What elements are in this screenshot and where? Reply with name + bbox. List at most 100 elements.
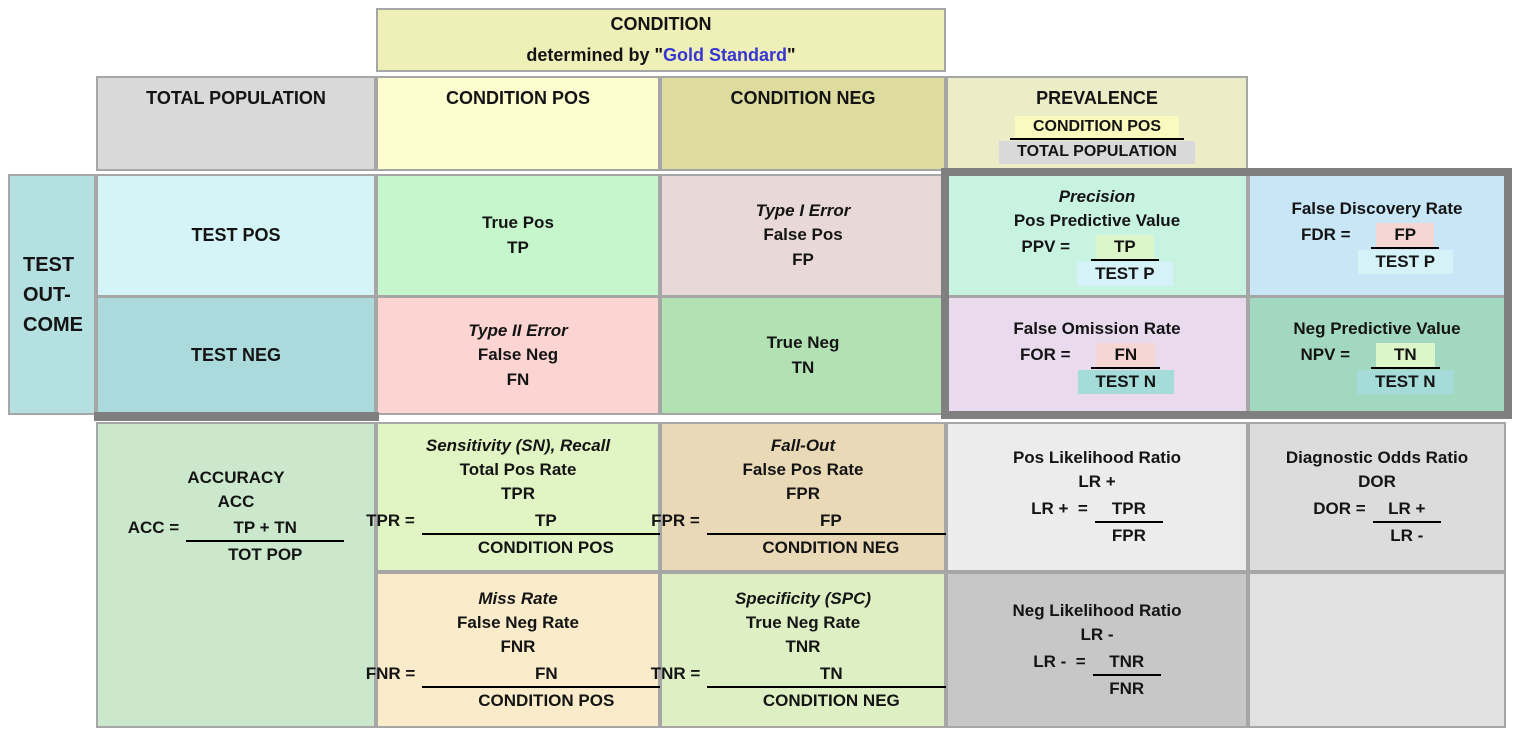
lr-neg-numerator: TNR xyxy=(1092,650,1161,676)
fpr-fraction: FP CONDITION NEG xyxy=(706,509,955,560)
type-ii-error-label: Type II Error xyxy=(468,321,568,341)
false-pos-name: False Pos xyxy=(763,225,843,245)
tpr-name: Total Pos Rate xyxy=(459,460,577,480)
prevalence-denominator: TOTAL POPULATION xyxy=(999,141,1195,164)
prevalence-denominator-highlight: TOTAL POPULATION xyxy=(999,141,1195,164)
for-lhs: FOR = xyxy=(1020,344,1071,364)
fpr-numerator: FP xyxy=(706,509,955,535)
cell-ppv: Precision Pos Predictive Value PPV = TP … xyxy=(946,174,1248,297)
lr-neg-fraction: TNR FNR xyxy=(1092,650,1161,701)
for-denominator-highlight: TEST N xyxy=(1077,370,1174,395)
npv-denominator: TEST N xyxy=(1357,370,1454,395)
tpr-abbr: TPR xyxy=(501,484,535,504)
dor-name: Diagnostic Odds Ratio xyxy=(1285,448,1469,468)
header-prevalence: PREVALENCE CONDITION POS TOTAL POPULATIO… xyxy=(946,76,1248,171)
tnr-denominator: CONDITION NEG xyxy=(762,690,900,710)
npv-numerator-highlight: TN xyxy=(1375,342,1435,368)
false-pos-abbr: FP xyxy=(792,249,814,269)
accuracy-numerator: TP + TN xyxy=(186,516,345,543)
false-neg-name: False Neg xyxy=(477,345,559,365)
lr-neg-formula: LR - = TNR FNR xyxy=(1033,650,1161,701)
tnr-abbr: TNR xyxy=(785,637,821,657)
tpr-fraction: TP CONDITION POS xyxy=(421,509,670,560)
dor-lhs: DOR = xyxy=(1313,498,1366,518)
ppv-denominator: TEST P xyxy=(1077,262,1173,287)
lr-neg-denominator: FNR xyxy=(1109,678,1145,698)
total-population-column-thick-bar xyxy=(94,412,379,421)
test-neg-label: TEST NEG xyxy=(190,344,281,365)
fall-out-label: Fall-Out xyxy=(770,436,836,456)
cell-false-neg: Type II Error False Neg FN xyxy=(376,296,660,415)
prevalence-title: PREVALENCE xyxy=(1036,88,1158,108)
for-fraction: FN TEST N xyxy=(1077,342,1174,395)
test-outcome-line3: COME xyxy=(23,313,83,336)
true-neg-name: True Neg xyxy=(766,333,840,353)
lr-neg-name: Neg Likelihood Ratio xyxy=(1012,601,1182,621)
npv-fraction: TN TEST N xyxy=(1357,342,1454,395)
cell-fpr: Fall-Out False Pos Rate FPR FPR = FP CON… xyxy=(651,422,955,572)
npv-denominator-highlight: TEST N xyxy=(1357,370,1454,395)
lr-pos-lhs: LR + = xyxy=(1031,498,1088,518)
dor-abbr: DOR xyxy=(1358,472,1396,492)
cell-npv: Neg Predictive Value NPV = TN TEST N xyxy=(1248,296,1506,415)
for-formula: FOR = FN TEST N xyxy=(1020,342,1174,395)
lr-pos-denominator: FPR xyxy=(1111,525,1146,545)
npv-name: Neg Predictive Value xyxy=(1293,318,1461,338)
fnr-numerator: FN xyxy=(422,662,671,688)
condition-pos-label: CONDITION POS xyxy=(445,88,590,108)
test-outcome-line2: OUT- xyxy=(23,283,71,306)
fnr-name: False Neg Rate xyxy=(457,613,579,633)
for-name: False Omission Rate xyxy=(1013,318,1181,338)
ppv-numerator: TP xyxy=(1090,235,1159,262)
fpr-abbr: FPR xyxy=(786,484,820,504)
fdr-numerator: FP xyxy=(1371,222,1440,250)
npv-lhs: NPV = xyxy=(1300,344,1351,364)
condition-banner: CONDITION determined by "Gold Standard" xyxy=(376,8,946,72)
cell-true-pos: True Pos TP xyxy=(376,174,660,297)
cell-test-neg: TEST NEG xyxy=(96,296,376,415)
false-neg-abbr: FN xyxy=(506,369,530,389)
test-pos-label: TEST POS xyxy=(191,224,281,245)
fdr-fraction: FP TEST P xyxy=(1357,222,1454,275)
header-condition-neg: CONDITION NEG xyxy=(660,76,946,171)
ppv-lhs: PPV = xyxy=(1021,237,1071,256)
fpr-formula: FPR = FP CONDITION NEG xyxy=(651,509,955,560)
fpr-denominator: CONDITION NEG xyxy=(762,537,900,557)
dor-denominator: LR - xyxy=(1390,525,1424,545)
tpr-formula: TPR = TP CONDITION POS xyxy=(366,509,670,560)
gold-standard-link[interactable]: Gold Standard xyxy=(663,45,788,65)
ppv-fraction: TP TEST P xyxy=(1077,235,1173,287)
true-pos-abbr: TP xyxy=(507,237,529,257)
cell-test-pos: TEST POS xyxy=(96,174,376,297)
lr-pos-name: Pos Likelihood Ratio xyxy=(1012,448,1182,468)
cell-dor: Diagnostic Odds Ratio DOR DOR = LR + LR … xyxy=(1248,422,1506,572)
fpr-lhs: FPR = xyxy=(651,510,700,530)
cell-for: False Omission Rate FOR = FN TEST N xyxy=(946,296,1248,415)
accuracy-fraction: TP + TN TOT POP xyxy=(186,516,345,567)
lr-pos-formula: LR + = TPR FPR xyxy=(1031,497,1163,548)
total-population-label: TOTAL POPULATION xyxy=(146,88,326,108)
lr-neg-lhs: LR - = xyxy=(1033,651,1086,671)
tnr-numerator: TN xyxy=(707,662,956,688)
fdr-name: False Discovery Rate xyxy=(1291,198,1463,218)
tpr-lhs: TPR = xyxy=(366,510,415,530)
prevalence-formula: CONDITION POS TOTAL POPULATION xyxy=(999,115,1195,164)
accuracy-denominator: TOT POP xyxy=(228,545,303,565)
tpr-denominator: CONDITION POS xyxy=(477,537,614,557)
sensitivity-label: Sensitivity (SN), Recall xyxy=(425,436,611,456)
fdr-formula: FDR = FP TEST P xyxy=(1301,222,1454,275)
lr-neg-abbr: LR - xyxy=(1080,625,1114,645)
fnr-formula: FNR = FN CONDITION POS xyxy=(366,662,671,713)
accuracy-lhs: ACC = xyxy=(127,518,180,538)
tnr-name: True Neg Rate xyxy=(745,613,861,633)
fnr-lhs: FNR = xyxy=(365,663,416,683)
cell-false-pos: Type I Error False Pos FP xyxy=(660,174,946,297)
for-numerator: FN xyxy=(1091,342,1161,370)
subtitle-prefix: determined by " xyxy=(526,45,663,65)
cell-lr-pos: Pos Likelihood Ratio LR + LR + = TPR FPR xyxy=(946,422,1248,572)
accuracy-formula: ACC = TP + TN TOT POP xyxy=(127,516,345,567)
cell-empty-bottom-right xyxy=(1248,572,1506,728)
npv-formula: NPV = TN TEST N xyxy=(1300,342,1454,395)
subtitle-suffix: " xyxy=(787,45,796,65)
